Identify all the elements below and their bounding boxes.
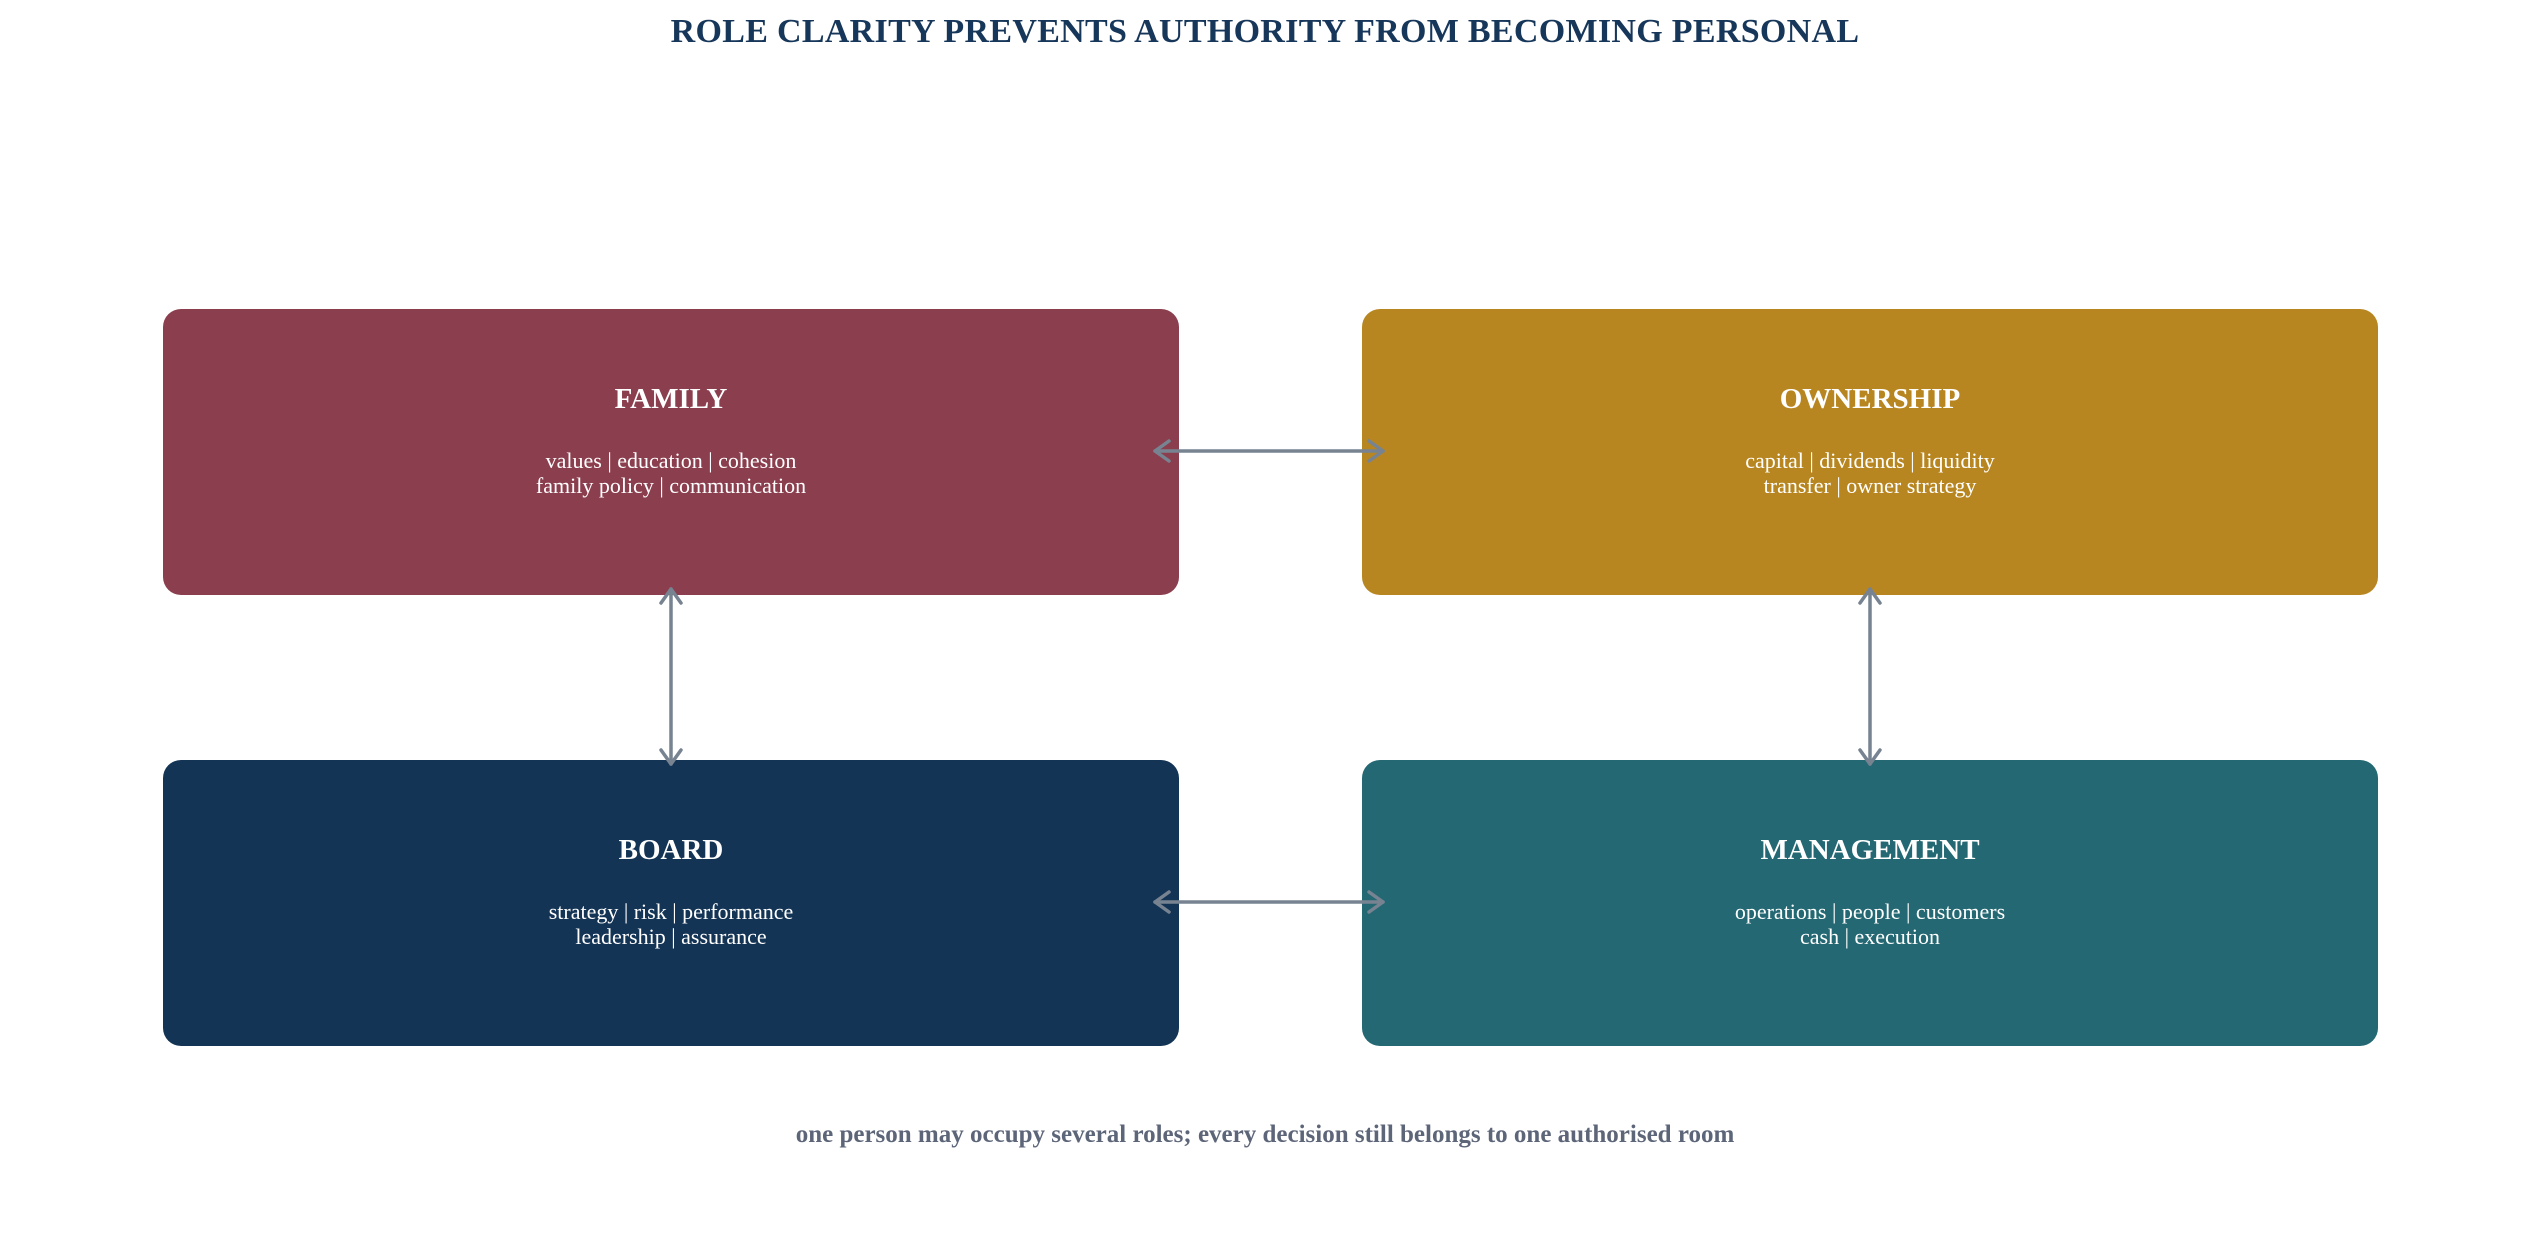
family-box-title: FAMILY: [614, 383, 728, 415]
arrow-ownership-management: [1858, 587, 1882, 766]
arrow-family-board: [659, 587, 683, 766]
ownership-box: OWNERSHIP capital | dividends | liquidit…: [1362, 309, 2378, 595]
footnote: one person may occupy several roles; eve…: [795, 1121, 1735, 1148]
ownership-box-line-1: capital | dividends | liquidity: [1745, 448, 1995, 473]
ownership-box-title: OWNERSHIP: [1779, 383, 1961, 415]
board-box-line-2: leadership | assurance: [575, 924, 767, 949]
management-box: MANAGEMENT operations | people | custome…: [1362, 760, 2378, 1046]
board-box: BOARD strategy | risk | performance lead…: [163, 760, 1179, 1046]
management-box-line-1: operations | people | customers: [1734, 899, 2006, 924]
board-box-title: BOARD: [618, 834, 724, 866]
management-box-line-2: cash | execution: [1799, 924, 1940, 949]
diagram-title: ROLE CLARITY PREVENTS AUTHORITY FROM BEC…: [670, 13, 1860, 50]
arrow-family-ownership: [1153, 439, 1385, 463]
ownership-box-line-2: transfer | owner strategy: [1763, 473, 1977, 498]
board-box-line-1: strategy | risk | performance: [548, 899, 794, 924]
family-box: FAMILY values | education | cohesion fam…: [163, 309, 1179, 595]
family-box-line-1: values | education | cohesion: [545, 448, 797, 473]
arrow-board-management: [1153, 890, 1385, 914]
management-box-title: MANAGEMENT: [1760, 834, 1980, 866]
family-box-line-2: family policy | communication: [535, 473, 807, 498]
